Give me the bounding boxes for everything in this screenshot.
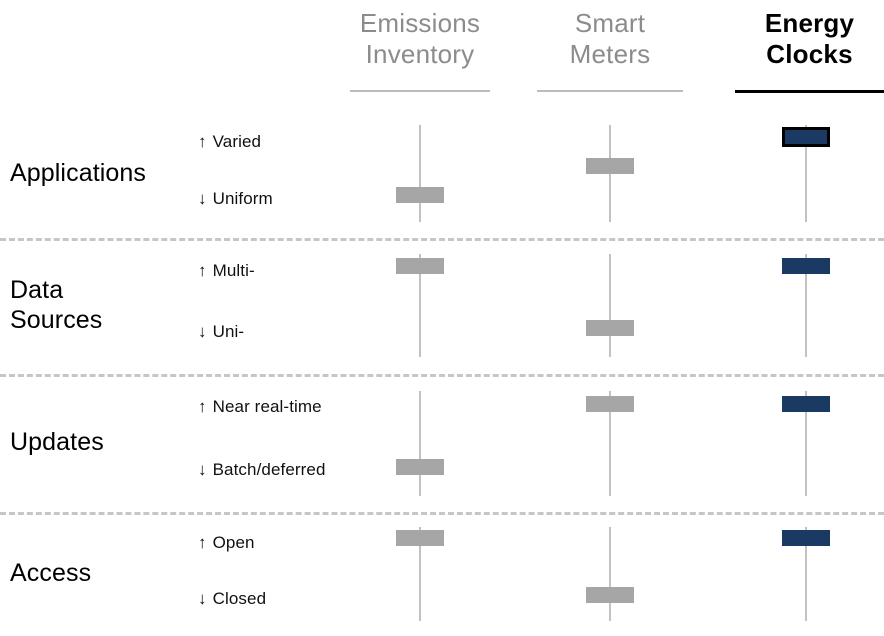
scale-marker-data-sources-energy-clocks[interactable] — [782, 258, 830, 274]
row-divider — [0, 374, 884, 377]
column-header-energy-clocks[interactable]: Energy Clocks — [735, 8, 884, 69]
pole-label-text: Uniform — [212, 189, 273, 208]
dimension-row-updates: Updates ↑ Near real-time ↓ Batch/deferred — [0, 374, 884, 512]
scale-marker-updates-energy-clocks[interactable] — [782, 396, 830, 412]
column-underline-smart-meters — [537, 90, 683, 92]
arrow-up-icon: ↑ — [198, 261, 207, 280]
scale-track-data-sources-smart-meters — [609, 254, 611, 357]
pole-label-high-access: ↑ Open — [198, 533, 255, 553]
dimension-label-line: Sources — [10, 305, 103, 334]
scale-marker-applications-smart-meters[interactable] — [586, 158, 634, 174]
dimension-label-line: Data — [10, 276, 64, 304]
scale-marker-data-sources-emissions-inventory[interactable] — [396, 258, 444, 274]
scale-marker-updates-emissions-inventory[interactable] — [396, 459, 444, 475]
scale-marker-updates-smart-meters[interactable] — [586, 396, 634, 412]
row-divider — [0, 512, 884, 515]
column-underline-energy-clocks — [735, 90, 884, 93]
scale-marker-access-smart-meters[interactable] — [586, 587, 634, 603]
pole-label-text: Near real-time — [212, 397, 322, 416]
arrow-up-icon: ↑ — [198, 533, 207, 552]
scale-track-updates-energy-clocks — [805, 391, 807, 496]
pole-label-low-updates: ↓ Batch/deferred — [198, 460, 326, 480]
pole-label-text: Multi- — [212, 261, 255, 280]
column-header-line2: Meters — [569, 38, 651, 69]
column-header-smart-meters[interactable]: Smart Meters — [537, 8, 683, 69]
dimension-label-line: Updates — [10, 428, 104, 456]
dimension-label-applications: Applications — [10, 159, 146, 189]
scale-track-data-sources-emissions-inventory — [419, 254, 421, 357]
dimension-label-updates: Updates — [10, 428, 104, 458]
pole-label-high-applications: ↑ Varied — [198, 132, 261, 152]
scale-track-access-smart-meters — [609, 527, 611, 621]
scale-marker-access-energy-clocks[interactable] — [782, 530, 830, 546]
pole-label-high-data-sources: ↑ Multi- — [198, 261, 255, 281]
arrow-down-icon: ↓ — [198, 189, 207, 208]
arrow-down-icon: ↓ — [198, 589, 207, 608]
scale-marker-data-sources-smart-meters[interactable] — [586, 320, 634, 336]
pole-label-text: Varied — [212, 132, 262, 151]
dimension-row-access: Access ↑ Open ↓ Closed — [0, 512, 884, 636]
dimension-label-line: Applications — [10, 159, 147, 187]
pole-label-low-applications: ↓ Uniform — [198, 189, 273, 209]
scale-track-updates-emissions-inventory — [419, 391, 421, 496]
column-header-line1: Smart — [574, 8, 646, 38]
pole-label-text: Batch/deferred — [212, 460, 326, 479]
arrow-up-icon: ↑ — [198, 132, 207, 151]
column-header-line1: Energy — [764, 8, 855, 38]
scale-marker-applications-emissions-inventory[interactable] — [396, 187, 444, 203]
scale-track-access-energy-clocks — [805, 527, 807, 621]
scale-track-updates-smart-meters — [609, 391, 611, 496]
pole-label-low-access: ↓ Closed — [198, 589, 266, 609]
pole-label-high-updates: ↑ Near real-time — [198, 397, 322, 417]
scale-track-data-sources-energy-clocks — [805, 254, 807, 357]
dimension-label-line: Access — [10, 559, 92, 587]
column-header-line2: Inventory — [365, 38, 475, 69]
pole-label-text: Closed — [212, 589, 267, 608]
scale-marker-access-emissions-inventory[interactable] — [396, 530, 444, 546]
scale-track-applications-energy-clocks — [805, 125, 807, 222]
column-header-row: Emissions Inventory Smart Meters Energy … — [0, 0, 884, 100]
arrow-up-icon: ↑ — [198, 397, 207, 416]
arrow-down-icon: ↓ — [198, 460, 207, 479]
dimension-row-applications: Applications ↑ Varied ↓ Uniform — [0, 110, 884, 238]
scale-track-access-emissions-inventory — [419, 527, 421, 621]
arrow-down-icon: ↓ — [198, 322, 207, 341]
column-header-line1: Emissions — [359, 8, 481, 38]
dimension-label-access: Access — [10, 559, 91, 589]
column-header-line2: Clocks — [766, 38, 853, 69]
row-divider — [0, 238, 884, 241]
column-underline-emissions-inventory — [350, 90, 490, 92]
scale-marker-applications-energy-clocks[interactable] — [782, 127, 830, 147]
pole-label-low-data-sources: ↓ Uni- — [198, 322, 244, 342]
column-header-emissions-inventory[interactable]: Emissions Inventory — [350, 8, 490, 69]
scale-track-applications-emissions-inventory — [419, 125, 421, 222]
pole-label-text: Uni- — [212, 322, 245, 341]
pole-label-text: Open — [212, 533, 255, 552]
